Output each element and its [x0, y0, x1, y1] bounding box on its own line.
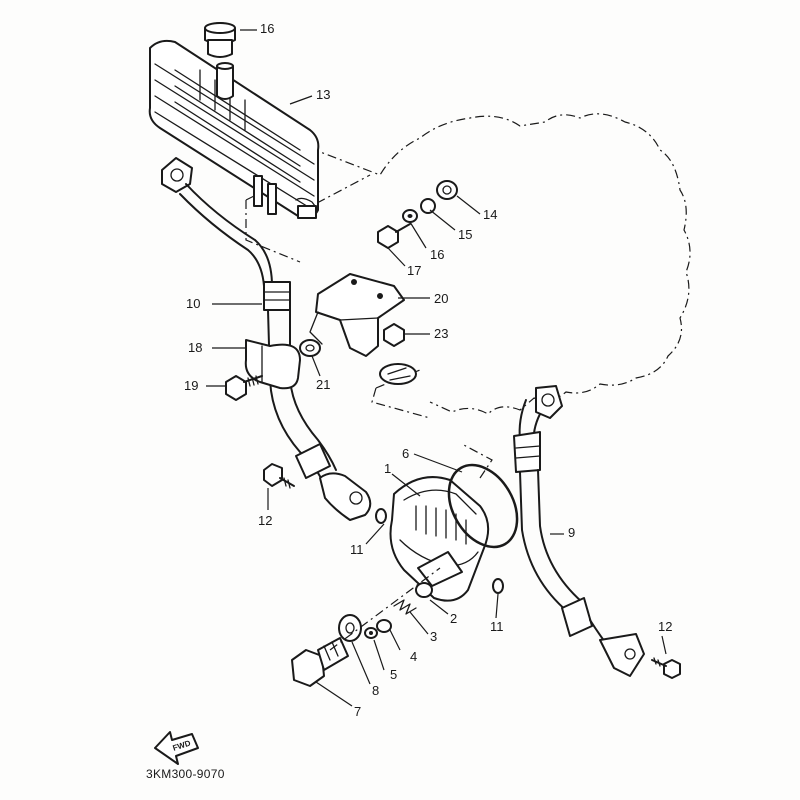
collar-15 [420, 198, 436, 214]
callout-9: 9 [568, 525, 576, 540]
o-ring-11-right [492, 578, 504, 594]
bracket-20 [309, 273, 405, 357]
plug-2 [415, 582, 433, 598]
callout-1: 1 [384, 461, 392, 476]
washer-8 [338, 614, 362, 642]
union-bolt-7 [291, 637, 349, 687]
leader-lines [206, 29, 667, 707]
oil-hose-9 [513, 385, 645, 677]
diagram-code: 3KM300-9070 [146, 767, 225, 781]
collar-21 [299, 339, 321, 357]
callout-12-right: 12 [658, 619, 673, 634]
callout-15: 15 [458, 227, 473, 242]
nut-23 [383, 323, 405, 347]
callout-18: 16 [260, 21, 275, 36]
callout-14: 14 [483, 207, 498, 222]
callout-3: 3 [430, 629, 438, 644]
spring-3 [393, 599, 417, 615]
bolt-12-right [651, 657, 681, 679]
bolt-12-left [263, 463, 295, 489]
engine-port [379, 363, 417, 385]
assembly-line [329, 443, 493, 651]
callout-5: 5 [390, 667, 398, 682]
callout-13: 13 [316, 87, 331, 102]
callout-19: 18 [188, 340, 203, 355]
callout-20: 20 [434, 291, 449, 306]
forward-arrow-icon: FWD [154, 731, 199, 765]
o-ring-6 [447, 463, 519, 549]
callout-11-left: 11 [350, 542, 364, 557]
callout-8: 8 [372, 683, 380, 698]
oil-hose-10 [179, 183, 372, 521]
callout-10: 10 [186, 296, 201, 311]
callout-23: 23 [434, 326, 449, 341]
callout-2: 2 [450, 611, 458, 626]
washer-5 [364, 627, 378, 639]
washer-16 [402, 209, 418, 223]
callout-22: 19 [184, 378, 199, 393]
callout-6: 6 [402, 446, 410, 461]
callout-17: 17 [407, 263, 422, 278]
grommet-18 [204, 22, 236, 58]
hose-clamp-19 [244, 339, 301, 390]
callout-16: 16 [430, 247, 445, 262]
callout-11-right: 11 [490, 619, 504, 634]
valve-4 [376, 619, 392, 633]
o-ring-11-left [375, 508, 387, 524]
callout-12-left: 12 [258, 513, 273, 528]
callout-21: 21 [316, 377, 331, 392]
cooler-housing-1 [389, 476, 490, 602]
cushion-14 [436, 180, 458, 200]
bolt-22 [225, 375, 263, 401]
oil-cooler [148, 39, 320, 219]
bolt-17 [377, 223, 411, 249]
callout-7: 7 [354, 704, 362, 719]
callout-4: 4 [410, 649, 418, 664]
